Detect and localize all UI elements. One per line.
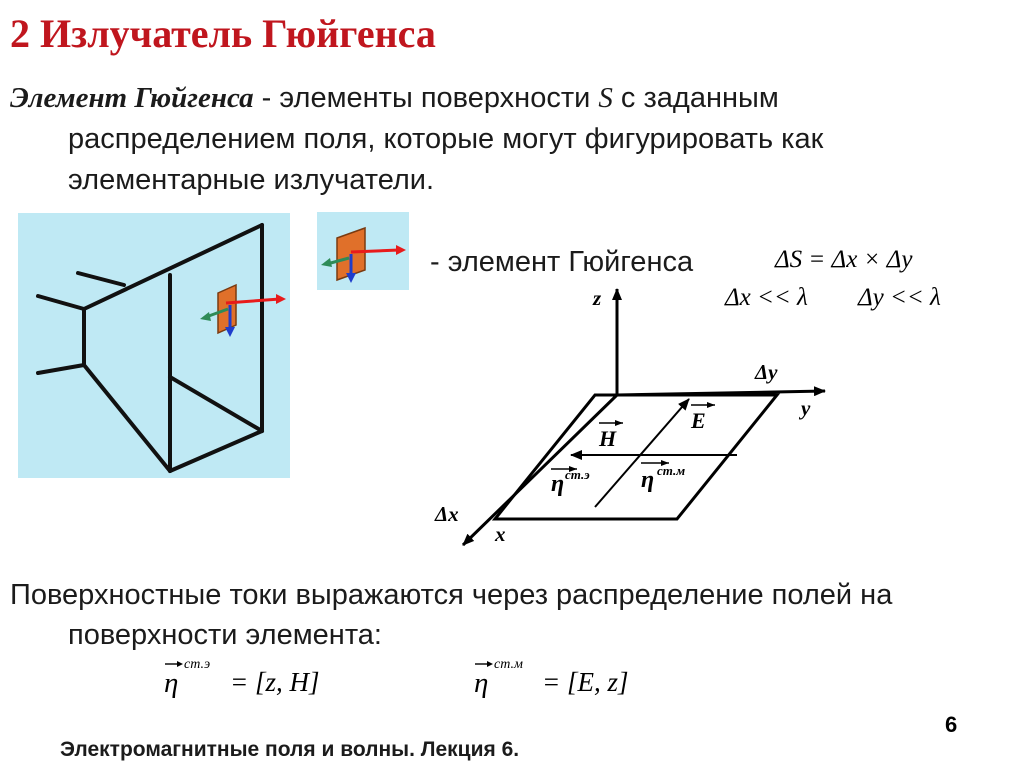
definition-text-1b: с заданным (612, 82, 779, 114)
huygens-element-icon (317, 212, 409, 290)
formula-eta-m-rhs: = [E, z] (542, 667, 629, 697)
formula-eta-e: η ст.э = [z, H] (162, 655, 362, 701)
svg-text:η: η (641, 467, 654, 493)
coordinate-diagram: z y x Δy Δx E H η ст.э η ст.м (434, 286, 826, 547)
eta-e-label: η ст.э (551, 466, 590, 497)
formula-eta-m-symbol: η (474, 667, 489, 699)
surface-element (491, 393, 781, 521)
formula-eta-e-symbol: η (164, 667, 179, 699)
definition-term: Элемент Гюйгенса (10, 82, 254, 114)
horn-huygens-element (200, 283, 286, 337)
slide-title: 2 Излучатель Гюйгенса (10, 11, 436, 56)
dy-condition: Δy << λ (858, 284, 941, 311)
e-field-line (594, 398, 690, 508)
definition-line-2: распределением поля, которые могут фигур… (68, 123, 824, 155)
svg-text:η: η (551, 471, 564, 497)
horn-antenna-illustration (18, 213, 290, 478)
definition-line-3: элементарные излучатели. (68, 164, 435, 196)
surface-symbol: S (598, 82, 613, 114)
definition-paragraph: Элемент Гюйгенса - элементы поверхности … (10, 78, 1010, 201)
definition-line-1: Элемент Гюйгенса - элементы поверхности … (10, 78, 1010, 119)
vector-h-label: H (598, 420, 623, 451)
svg-text:ст.э: ст.э (565, 467, 590, 482)
surface-currents-line-2: поверхности элемента: (68, 619, 382, 651)
definition-text-1: - элементы поверхности (253, 82, 599, 114)
vector-e-label: E (690, 402, 715, 433)
svg-text:ст.м: ст.м (657, 463, 685, 478)
delta-y-label: Δy (754, 360, 778, 384)
x-axis (461, 393, 619, 547)
delta-x-label: Δx (434, 502, 459, 526)
horn-outline (36, 223, 264, 473)
formula-eta-m-sup: ст.м (494, 657, 523, 672)
element-label: - элемент Гюйгенса (430, 246, 694, 278)
surface-currents-paragraph: Поверхностные токи выражаются через расп… (10, 575, 892, 655)
footer-text: Электромагнитные поля и волны. Лекция 6. (60, 738, 520, 761)
svg-text:E: E (690, 408, 706, 433)
z-axis-label: z (592, 286, 602, 310)
svg-text:H: H (598, 426, 617, 451)
dx-condition: Δx << λ (725, 284, 808, 311)
formula-eta-e-sup: ст.э (184, 657, 211, 672)
formula-eta-e-rhs: = [z, H] (230, 667, 320, 697)
eta-m-label: η ст.м (641, 460, 685, 493)
surface-currents-line-1: Поверхностные токи выражаются через расп… (10, 579, 893, 611)
formula-eta-m: η ст.м = [E, z] (472, 655, 672, 701)
page-number: 6 (945, 712, 958, 737)
x-axis-label: x (494, 522, 506, 546)
area-equation: ΔS = Δx × Δy (775, 246, 913, 273)
y-axis-label: y (798, 396, 811, 420)
horn-panel-background (18, 213, 290, 478)
